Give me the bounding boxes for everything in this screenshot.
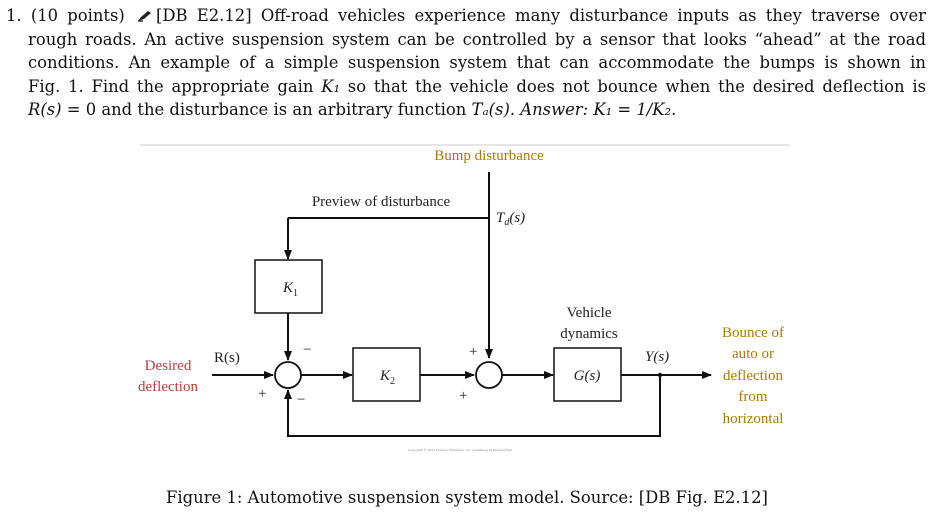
bounce-line-3: deflection bbox=[723, 368, 783, 384]
gs-block bbox=[553, 347, 622, 402]
feedback-loop bbox=[284, 375, 661, 437]
k2-label: K2 bbox=[379, 368, 395, 387]
bounce-line-1: Bounce of bbox=[722, 325, 784, 341]
desired-label: Desired bbox=[145, 358, 192, 374]
bounce-description: Bounce of auto or deflection from horizo… bbox=[722, 325, 784, 427]
gs-label: G(s) bbox=[574, 368, 601, 384]
k1-block bbox=[254, 259, 323, 314]
rs-label: R(s) bbox=[214, 350, 240, 366]
pencil-icon bbox=[138, 11, 152, 22]
problem-line-2: rough roads. An active suspension system… bbox=[28, 29, 926, 49]
td-label: Td(s) bbox=[496, 210, 525, 228]
problem-tag: [DB E2.12] bbox=[156, 6, 252, 25]
k1-inline: K₁ bbox=[321, 76, 341, 96]
sum2-bottom-sign: + bbox=[459, 388, 467, 404]
sum1-bottom-sign: − bbox=[297, 392, 305, 408]
problem-line-4: Fig. 1. Find the appropriate gain K₁ so … bbox=[6, 75, 926, 99]
problem-line-3: conditions. An example of a simple suspe… bbox=[28, 53, 926, 73]
k2-block bbox=[352, 347, 421, 402]
problem-number: 1. bbox=[6, 6, 22, 25]
figure-caption: Figure 1: Automotive suspension system m… bbox=[166, 488, 768, 507]
problem-line-1-rest: Off-road vehicles experience many distur… bbox=[260, 6, 926, 25]
bounce-line-4: from bbox=[738, 389, 767, 405]
bump-disturbance-label: Bump disturbance bbox=[434, 148, 544, 164]
problem-line-4b: so that the vehicle does not bounce when… bbox=[347, 76, 926, 96]
sum-junction-1 bbox=[274, 361, 302, 389]
problem-line-5a: = 0 and the disturbance is an arbitrary … bbox=[66, 100, 467, 120]
answer-inline: Answer: K₁ = 1/K₂. bbox=[520, 100, 677, 120]
deflection-label: deflection bbox=[138, 379, 198, 395]
rs-inline: R(s) bbox=[28, 100, 62, 120]
sum-junction-2 bbox=[475, 361, 503, 389]
sum1-top-sign: − bbox=[303, 342, 311, 358]
td-inline: Tₐ(s). bbox=[471, 100, 516, 120]
problem-line-1: 1. (10 points) [DB E2.12] Off-road vehic… bbox=[6, 4, 926, 28]
bounce-line-5: horizontal bbox=[723, 411, 784, 427]
problem-points: (10 points) bbox=[30, 6, 125, 25]
copyright-text: Copyright © 2011 Pearson Education, Inc.… bbox=[408, 448, 512, 452]
preview-label: Preview of disturbance bbox=[312, 194, 451, 210]
sum2-top-sign: + bbox=[469, 344, 477, 360]
k1-label: K1 bbox=[282, 280, 298, 299]
dynamics-label: dynamics bbox=[560, 326, 618, 342]
bounce-line-2: auto or bbox=[732, 346, 774, 362]
vehicle-label: Vehicle bbox=[567, 305, 612, 321]
sum1-left-sign: + bbox=[258, 386, 266, 402]
problem-line-5: R(s) = 0 and the disturbance is an arbit… bbox=[6, 98, 926, 122]
problem-statement: 1. (10 points) [DB E2.12] Off-road vehic… bbox=[6, 4, 926, 122]
problem-line-4a: Fig. 1. Find the appropriate gain bbox=[28, 76, 314, 96]
ys-label: Y(s) bbox=[645, 349, 669, 365]
